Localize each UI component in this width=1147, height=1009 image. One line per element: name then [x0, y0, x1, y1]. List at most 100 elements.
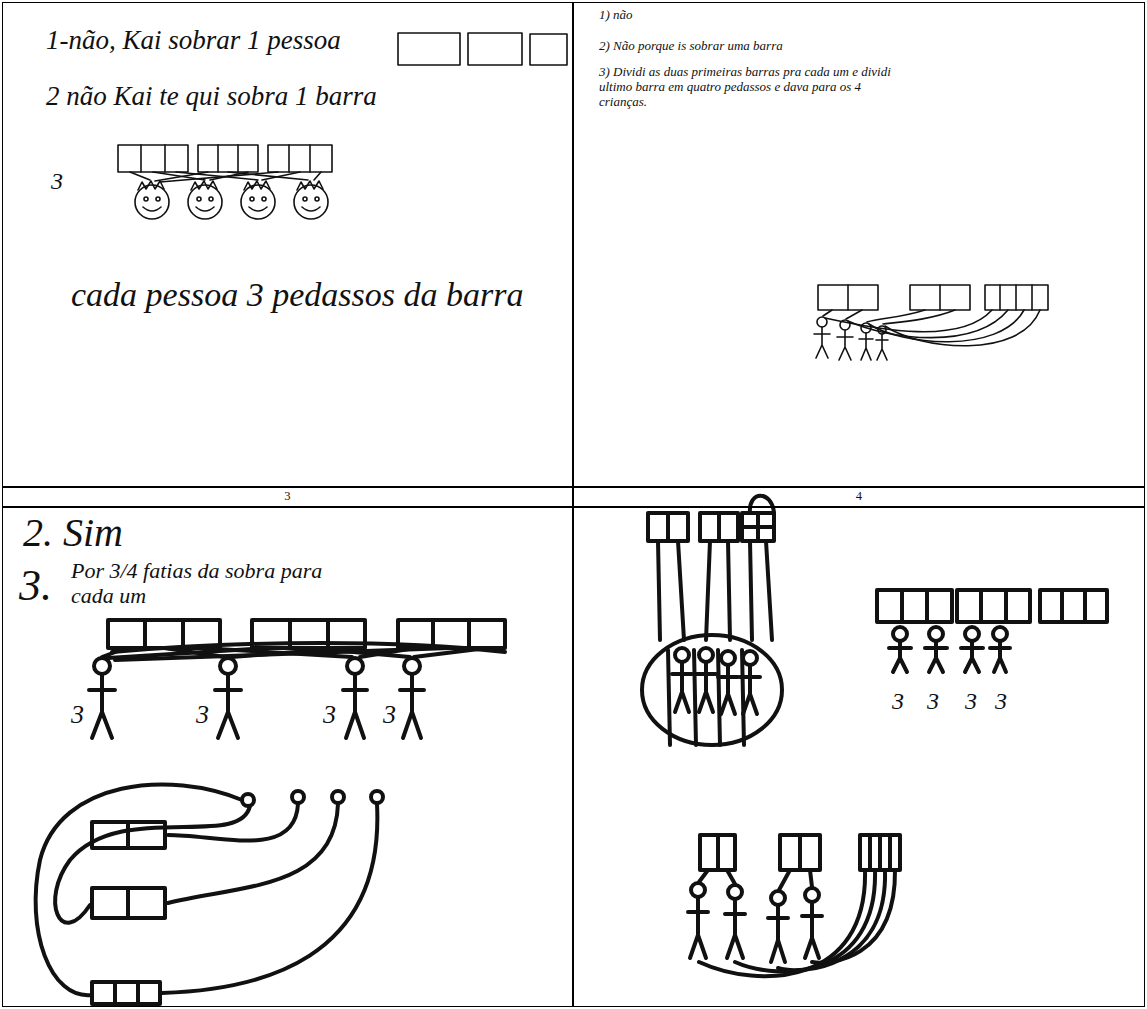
stick-figures — [768, 905, 788, 962]
stick-figures — [965, 627, 979, 641]
answer-text: 2 não Kai te qui sobra 1 barra — [46, 81, 377, 112]
answer-text: 1) não — [599, 8, 633, 23]
leftover-bars — [126, 822, 130, 848]
stick-figures — [929, 627, 943, 641]
stick-figures — [675, 648, 689, 662]
smiling-faces — [315, 197, 319, 201]
chocolate-bars — [818, 285, 1048, 310]
chocolate-bars — [700, 513, 738, 541]
empty-bars — [468, 33, 522, 65]
count-number: 3. — [19, 561, 52, 612]
count-number: 3 — [965, 688, 977, 716]
share-lines — [658, 541, 660, 640]
answer-text: 2) Não porque is sobrar uma barra — [599, 39, 783, 54]
chocolate-bars — [268, 145, 332, 172]
share-lines — [883, 310, 955, 324]
stick-figures — [688, 883, 822, 962]
smiling-faces — [138, 181, 164, 190]
empty-bars — [530, 34, 567, 65]
empty-bars — [398, 33, 460, 65]
leftover-bars — [113, 982, 117, 1004]
smiling-faces — [156, 197, 160, 201]
stick-figures — [993, 627, 1007, 641]
share-lines — [825, 310, 992, 332]
share-lines — [750, 496, 774, 513]
leftover-loops — [168, 804, 338, 903]
chocolate-bars — [1031, 285, 1033, 310]
chocolate-bars — [143, 620, 147, 648]
share-lines — [728, 541, 730, 640]
chocolate-bars — [648, 513, 774, 541]
share-lines — [869, 310, 1024, 342]
chocolate-bars — [717, 513, 721, 541]
chocolate-bars — [700, 835, 900, 870]
smiling-faces — [197, 197, 201, 201]
answer-panel: 1-não, Kai sobrar 1 pessoa2 não Kai te q… — [2, 2, 573, 487]
answer-panel: 3333 — [573, 507, 1145, 1007]
leftover-bars — [92, 822, 165, 1004]
chocolate-bars — [140, 145, 142, 172]
chocolate-bars — [979, 590, 983, 622]
chocolate-bars — [164, 145, 166, 172]
stick-figures — [743, 651, 757, 665]
leftover-bars — [92, 982, 160, 1004]
leftover-loops — [332, 791, 344, 803]
stick-figures — [220, 658, 236, 674]
smiling-faces — [144, 197, 148, 201]
stick-figures — [771, 891, 785, 905]
count-number: 3 — [323, 700, 336, 730]
smiling-faces — [303, 197, 307, 201]
share-lines — [718, 650, 720, 745]
chocolate-bars — [900, 590, 904, 622]
stick-figures — [94, 658, 110, 674]
leftover-bars — [92, 888, 165, 918]
chocolate-bars — [860, 835, 900, 870]
chocolate-bars — [818, 285, 878, 310]
stick-figures — [802, 902, 822, 958]
chocolate-bars — [1083, 590, 1087, 622]
stick-figures — [859, 333, 873, 360]
chocolate-bars — [847, 285, 849, 310]
smiling-faces — [135, 181, 328, 219]
smiling-faces — [188, 185, 222, 219]
chocolate-bars — [985, 285, 1048, 310]
smiling-faces — [302, 207, 320, 211]
share-lines — [642, 496, 782, 745]
share-lines — [750, 541, 752, 640]
smiling-faces — [241, 185, 275, 219]
smiling-faces — [143, 207, 161, 211]
stick-figures — [691, 883, 705, 897]
stick-figures — [89, 674, 115, 738]
empty-bars — [398, 33, 567, 65]
share-lines — [848, 310, 1008, 338]
share-lines — [778, 870, 885, 970]
stick-figures — [876, 334, 888, 360]
stick-figures — [840, 320, 850, 330]
count-number: 3 — [383, 700, 396, 730]
count-number: 3 — [51, 168, 63, 196]
chocolate-bars — [910, 285, 970, 310]
header-cell: 3 — [2, 487, 573, 507]
answer-text: Por 3/4 fatias da sobra para cada um — [71, 558, 361, 609]
share-lines — [846, 310, 862, 319]
share-lines — [678, 541, 684, 640]
smiling-faces — [250, 197, 254, 201]
stick-figures — [718, 665, 738, 714]
chocolate-bars — [118, 145, 188, 172]
chocolate-bars — [1040, 590, 1107, 622]
stick-figures — [893, 627, 907, 641]
share-lines — [699, 870, 708, 882]
count-number: 3 — [196, 700, 209, 730]
stick-figures — [343, 674, 367, 738]
smiling-faces — [294, 185, 328, 219]
answer-text: 2. Sim — [23, 510, 123, 556]
stick-figures — [404, 658, 420, 674]
smiling-faces — [297, 181, 323, 190]
chocolate-bars — [309, 145, 311, 172]
smiling-faces — [135, 185, 169, 219]
chocolate-bars — [742, 525, 774, 529]
stick-figures — [889, 641, 911, 672]
share-lines — [823, 310, 1040, 346]
share-lines — [130, 172, 150, 180]
share-lines — [160, 172, 278, 182]
